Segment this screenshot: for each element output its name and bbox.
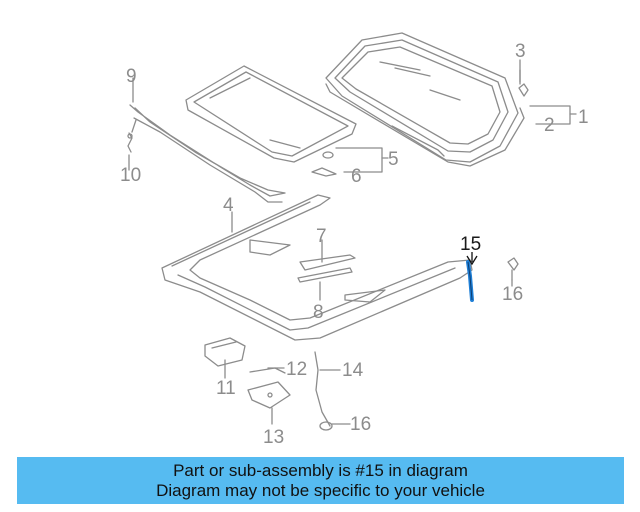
part-label-5: 5 bbox=[388, 149, 399, 170]
info-banner: Part or sub-assembly is #15 in diagram D… bbox=[17, 457, 624, 504]
sunroof-glass-panel bbox=[325, 32, 519, 163]
part-label-12: 12 bbox=[286, 359, 307, 380]
part-10-clip bbox=[127, 132, 133, 153]
part-label-2: 2 bbox=[544, 115, 555, 136]
sunshade-panel bbox=[185, 65, 357, 163]
glass-weatherstrip bbox=[325, 83, 525, 167]
part-label-8: 8 bbox=[313, 302, 324, 323]
part-label-3: 3 bbox=[515, 41, 526, 62]
part-label-16-right: 16 bbox=[502, 284, 523, 305]
part-label-16-bottom: 16 bbox=[350, 414, 371, 435]
part-11-motor bbox=[204, 337, 246, 367]
banner-line-2: Diagram may not be specific to your vehi… bbox=[156, 481, 485, 500]
leader-lines bbox=[128, 59, 577, 425]
wind-deflector bbox=[129, 104, 286, 203]
part-label-11: 11 bbox=[216, 378, 236, 399]
part-15-highlight bbox=[466, 252, 478, 302]
part-label-4: 4 bbox=[223, 195, 234, 216]
part-5-6-hardware bbox=[311, 151, 337, 177]
drain-hose bbox=[314, 351, 333, 431]
part-label-14: 14 bbox=[342, 360, 364, 381]
part-label-15: 15 bbox=[460, 234, 481, 255]
banner-line-1: Part or sub-assembly is #15 in diagram bbox=[173, 461, 468, 480]
part-12-13-bracket bbox=[247, 367, 291, 409]
part-label-1: 1 bbox=[578, 107, 589, 128]
part-16-clip bbox=[507, 257, 519, 281]
sunroof-frame bbox=[161, 194, 473, 341]
parts-diagram: 1 2 3 4 5 6 7 8 9 10 11 12 13 14 15 16 1… bbox=[120, 32, 589, 448]
part-label-9: 9 bbox=[126, 66, 137, 87]
part-label-13: 13 bbox=[263, 427, 284, 448]
part-label-6: 6 bbox=[351, 166, 362, 187]
part-label-7: 7 bbox=[316, 226, 327, 247]
part-label-10: 10 bbox=[120, 165, 141, 186]
